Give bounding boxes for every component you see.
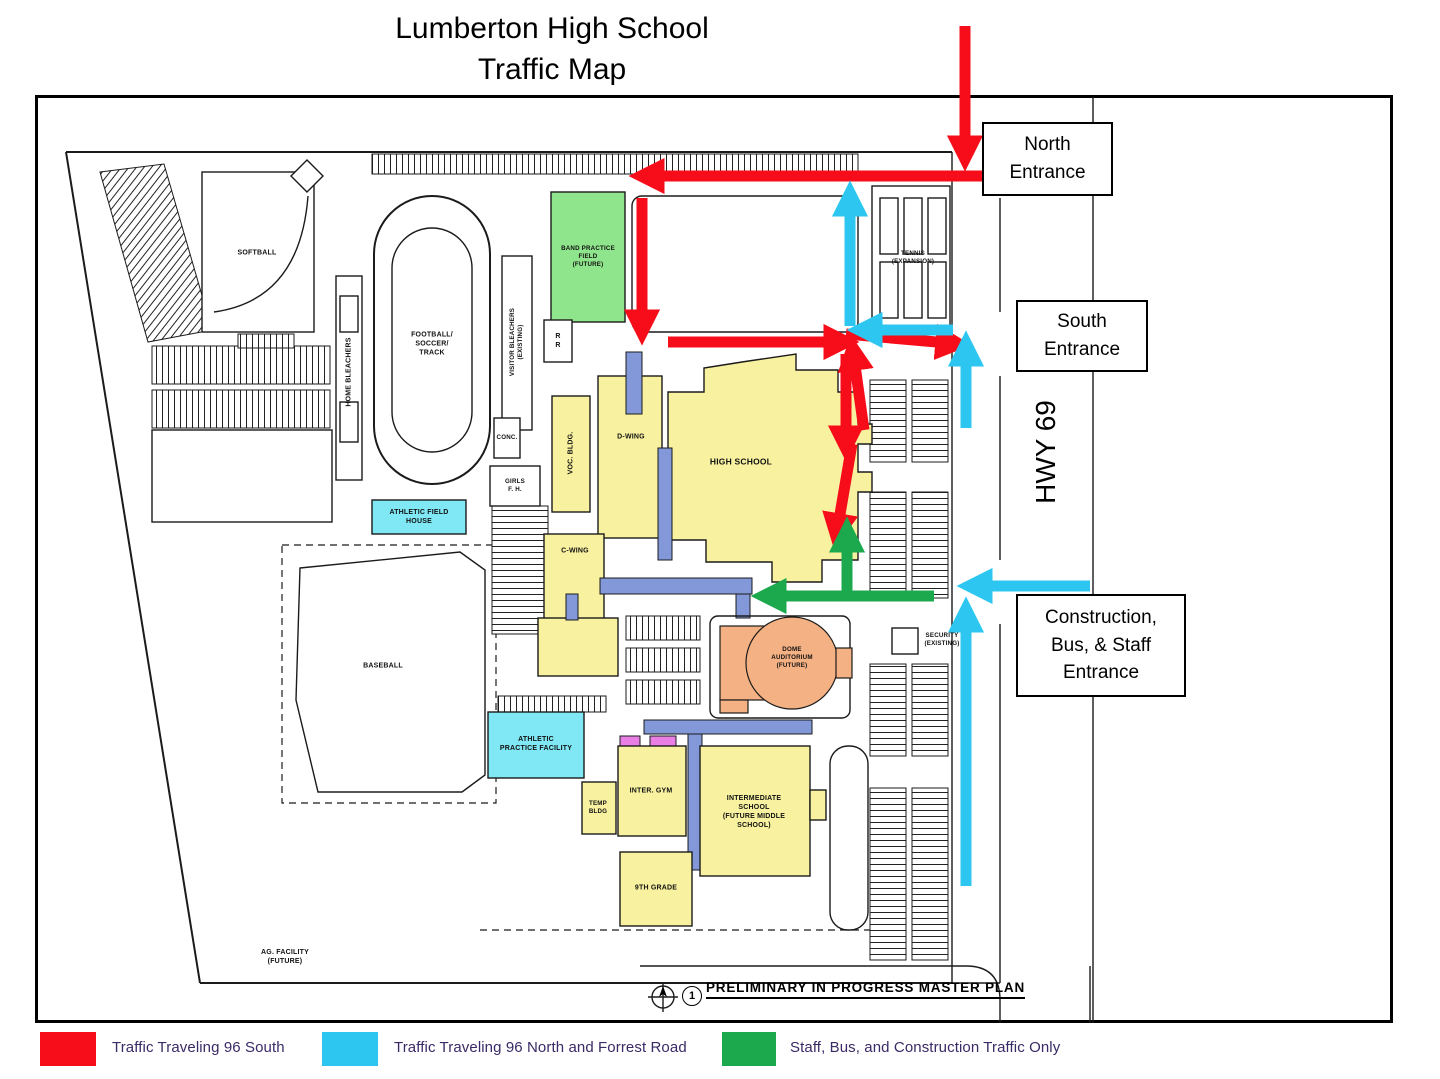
softball-field [201, 171, 315, 333]
intermediate-school [699, 745, 811, 877]
girls-field-house [489, 465, 541, 507]
dome-auditorium [745, 616, 839, 710]
map-frame [35, 95, 1393, 1023]
legend-swatch-blue [322, 1032, 378, 1066]
temp-building [581, 781, 617, 835]
plan-title: PRELIMINARY IN PROGRESS MASTER PLAN [706, 980, 1026, 999]
construction-entrance-callout: Construction, Bus, & Staff Entrance [1016, 594, 1186, 697]
baseball-field [295, 551, 486, 793]
visitor-bleachers [501, 255, 533, 431]
athletic-field-house [371, 499, 467, 535]
legend-label-green: Staff, Bus, and Construction Traffic Onl… [790, 1039, 1061, 1056]
ninth-grade-building [619, 851, 693, 927]
covered-walkways [565, 351, 813, 871]
track-oval [373, 195, 491, 485]
compass-icon [648, 982, 678, 1012]
security-building [891, 627, 919, 655]
highway-69-label: HWY 69 [1030, 400, 1061, 504]
tennis-courts [871, 185, 951, 333]
traffic-arrows-green [750, 516, 934, 615]
site-roads-and-boundary [65, 97, 1094, 1023]
c-wing-annex [537, 617, 619, 677]
page-title: Lumberton High School Traffic Map [395, 12, 709, 87]
campus-buildings [371, 351, 919, 927]
traffic-arrows-blue [831, 180, 1090, 886]
voc-building [551, 395, 591, 513]
legend-label-red: Traffic Traveling 96 South [112, 1039, 285, 1056]
athletic-fields [201, 159, 951, 793]
band-practice-field [550, 191, 626, 323]
sheet-number-badge: 1 [682, 986, 702, 1006]
restroom-building [543, 319, 573, 363]
legend-swatch-red [40, 1032, 96, 1066]
legend-swatch-green [722, 1032, 776, 1066]
intermediate-gym [617, 745, 687, 837]
legend-label-blue: Traffic Traveling 96 North and Forrest R… [394, 1039, 687, 1056]
athletic-practice-facility [487, 711, 585, 779]
parking-lots [99, 153, 949, 961]
softball-diamond [290, 159, 324, 193]
concession-building [493, 417, 521, 459]
south-entrance-callout: South Entrance [1016, 300, 1148, 372]
north-entrance-callout: North Entrance [982, 122, 1113, 196]
